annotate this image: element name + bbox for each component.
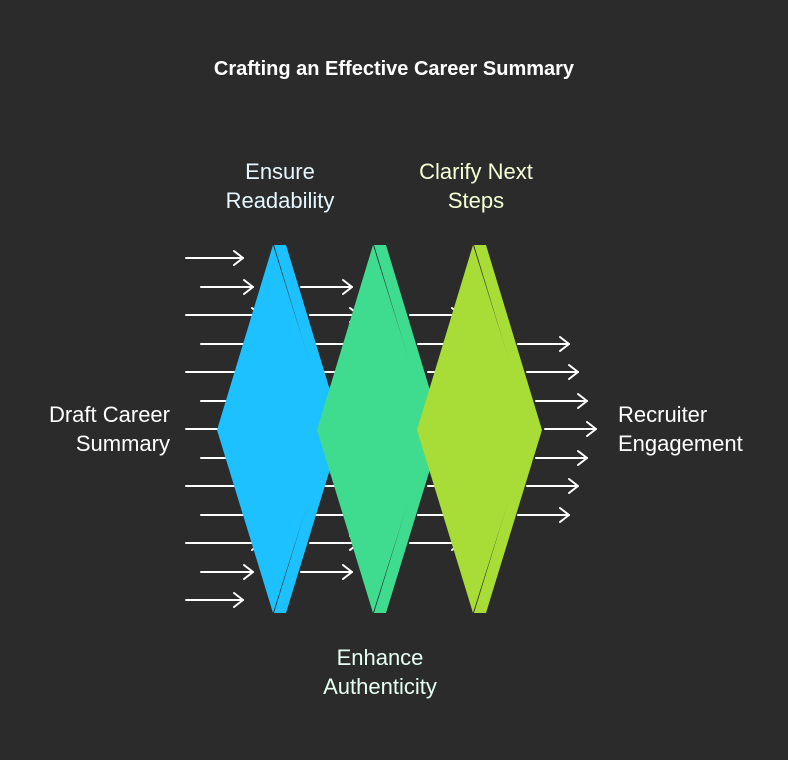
stages-layer — [217, 245, 542, 613]
stage-body-enhance-authenticity — [317, 245, 431, 613]
output-label: Recruiter Engagement — [618, 402, 743, 456]
stage-edge-enhance-authenticity — [374, 245, 442, 613]
flow-arrow — [526, 478, 579, 494]
flow-arrow — [185, 592, 244, 608]
diagram-title: Crafting an Effective Career Summary — [213, 58, 575, 80]
flow-arrow — [517, 507, 570, 523]
stage-label-enhance-authenticity: Enhance Authenticity — [323, 645, 437, 699]
stage-clarify-next-steps — [417, 245, 542, 613]
flow-arrow — [300, 279, 353, 295]
stage-label-clarify-next-steps: Clarify Next Steps — [419, 159, 533, 213]
stage-ensure-readability — [217, 245, 342, 613]
flow-arrow — [535, 393, 588, 409]
flow-arrow — [185, 250, 244, 266]
flow-arrow — [185, 307, 262, 323]
flow-arrow — [535, 450, 588, 466]
stage-edge-clarify-next-steps — [474, 245, 542, 613]
flow-arrow — [200, 279, 254, 295]
flow-arrow — [517, 336, 570, 352]
stage-body-ensure-readability — [217, 245, 331, 613]
flow-arrow — [544, 421, 597, 437]
flow-arrow — [300, 564, 353, 580]
stage-edge-ensure-readability — [274, 245, 342, 613]
stage-enhance-authenticity — [317, 245, 442, 613]
flow-arrow — [526, 364, 579, 380]
flow-arrow — [185, 535, 262, 551]
input-label: Draft Career Summary — [48, 402, 170, 456]
flow-arrow — [200, 564, 254, 580]
stage-label-ensure-readability: Ensure Readability — [225, 159, 335, 213]
stage-body-clarify-next-steps — [417, 245, 531, 613]
